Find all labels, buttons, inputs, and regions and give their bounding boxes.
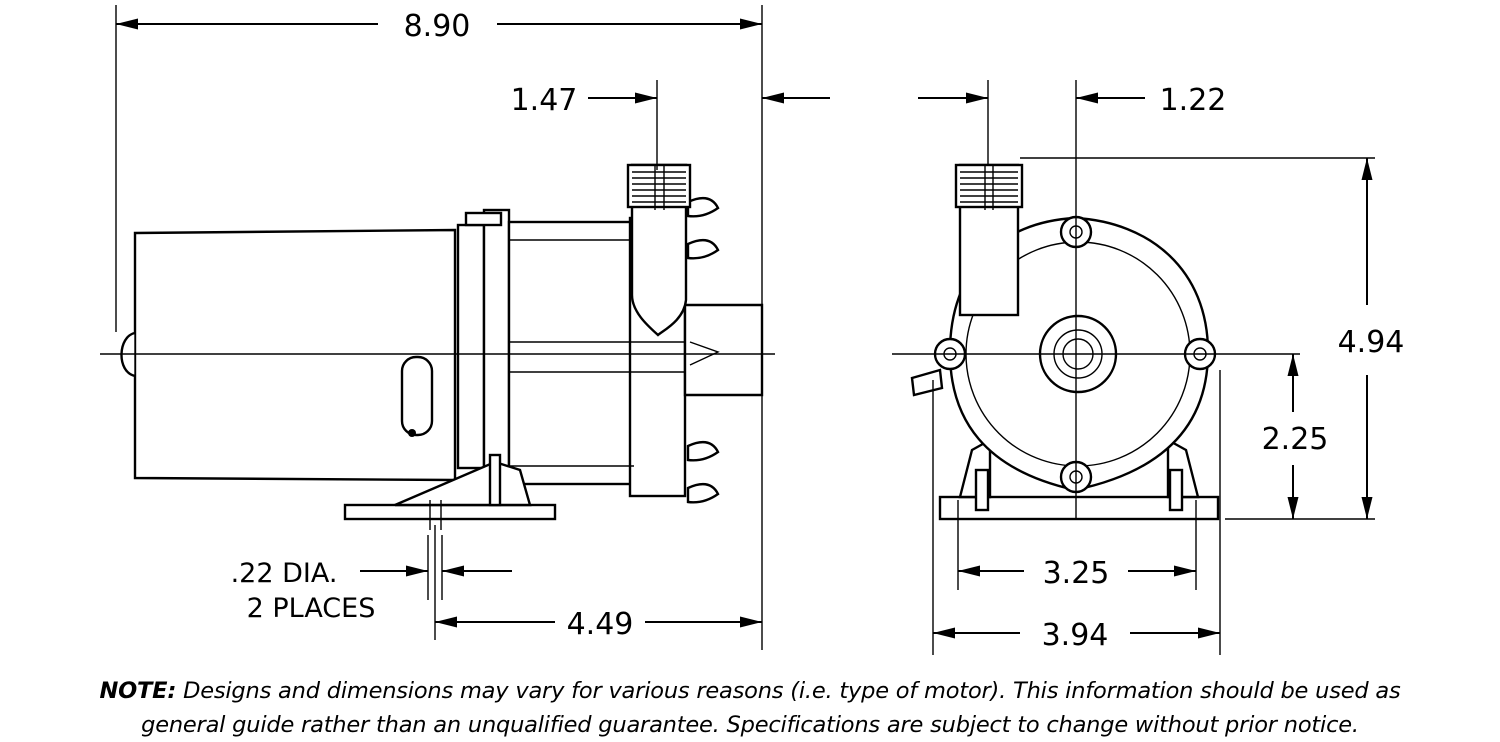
pump-housing <box>456 196 764 504</box>
dim-mount-hole-spacing: 3.25 <box>1043 556 1110 591</box>
front-view: 1.22 4.94 2.25 3.25 3.94 <box>892 80 1404 655</box>
side-view: 8.90 1.47 .22 DIA. 2 PLACES 4.49 <box>100 5 830 650</box>
dim-outlet-offset-front: 1.22 <box>1160 83 1227 118</box>
note-line-1: NOTE: Designs and dimensions may vary fo… <box>0 674 1500 708</box>
note-text-2: general guide rather than an unqualified… <box>141 712 1359 738</box>
dim-base-hole-depth: 4.49 <box>567 607 634 642</box>
front-cord-stub <box>910 368 944 397</box>
mounting-base <box>343 453 557 530</box>
dim-hole-count: 2 PLACES <box>247 593 376 624</box>
dim-overall-height: 4.94 <box>1338 325 1405 360</box>
note-text-1: Designs and dimensions may vary for vari… <box>176 678 1401 704</box>
dim-shaft-height: 2.25 <box>1262 422 1329 457</box>
disclaimer-note: NOTE: Designs and dimensions may vary fo… <box>0 674 1500 742</box>
dim-hole-diameter: .22 DIA. <box>231 558 338 589</box>
dim-overall-length: 8.90 <box>404 9 471 44</box>
motor-body <box>120 228 457 482</box>
dim-outlet-offset-side: 1.47 <box>511 83 578 118</box>
outlet-nozzle <box>626 163 692 337</box>
front-outlet-nozzle <box>954 163 1024 317</box>
dim-base-width: 3.94 <box>1042 618 1109 653</box>
note-label: NOTE: <box>99 678 177 704</box>
